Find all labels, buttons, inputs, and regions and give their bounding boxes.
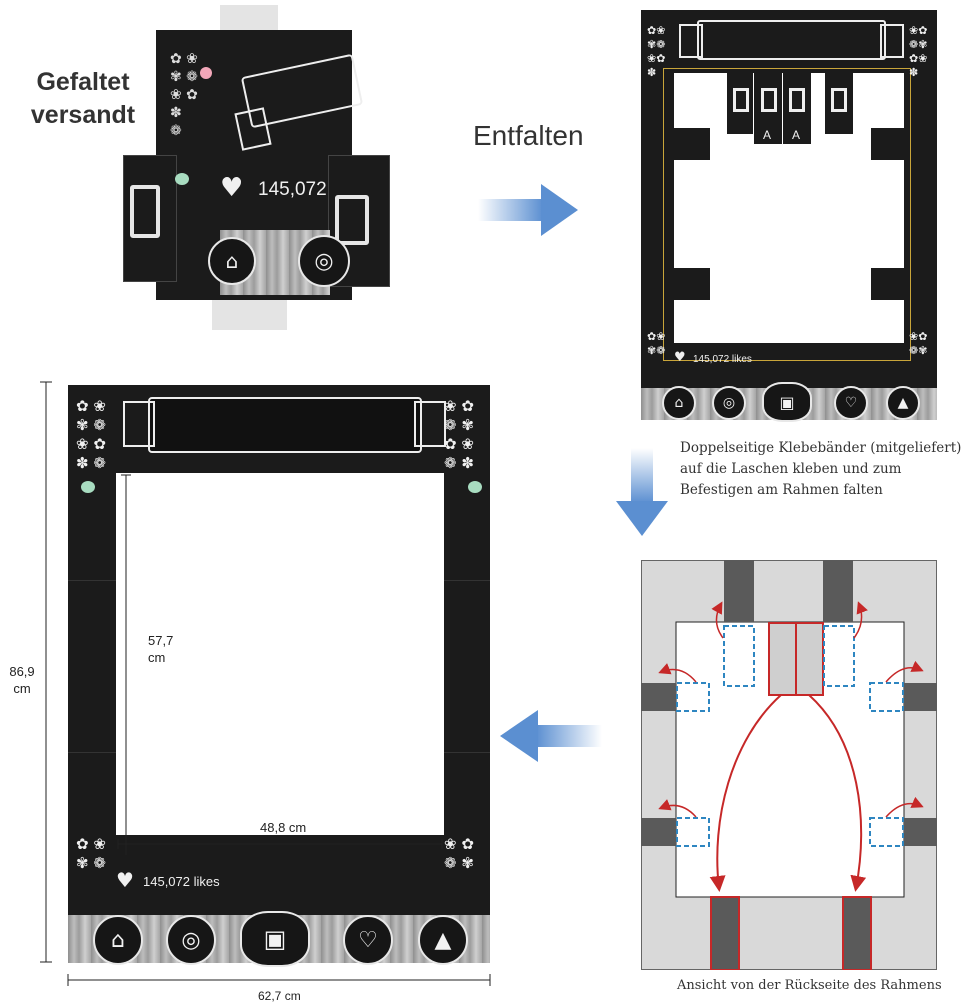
likes-count-folded: 145,072	[258, 179, 327, 200]
lollipop-icon-unfolded: ◎	[712, 386, 746, 420]
inner-height-value: 57,7	[148, 633, 174, 648]
likes-count-final: 145,072 likes	[143, 874, 220, 889]
lollipop-icon: ◎	[298, 235, 350, 287]
heart-icon-unfolded: ♥	[674, 350, 686, 365]
lollipop-icon-final: ◎	[166, 915, 216, 965]
flower-decoration-bottom-left: ✿ ❀✾ ❁	[76, 835, 106, 872]
unfolded-frame-image: ✿❀✾❁❀✿✽ ❀✿❁✾✿❀✽ ✿❀✾❁ ❀✿❁✾ A A ♥ 145,072 …	[641, 10, 937, 422]
party-hat-icon-unfolded: ▲	[886, 386, 920, 420]
home-icon-unfolded: ⌂	[662, 386, 696, 420]
inner-height-label: 57,7 cm	[148, 632, 173, 666]
height-unit: cm	[13, 681, 31, 696]
heart-icon: ♥	[220, 173, 244, 203]
folded-label-line1: Gefaltet	[36, 68, 130, 96]
tape-line-2: auf die Laschen kleben und zum	[680, 461, 902, 477]
flower-decoration-bottom-right: ❀ ✿❁ ✾	[444, 835, 474, 872]
arrow-left-icon	[500, 710, 602, 762]
heart-icon-final: ♥	[116, 868, 134, 892]
letter-a-1: A	[763, 128, 772, 142]
ribbon-banner-unfolded	[697, 20, 886, 60]
height-value: 86,9	[9, 664, 35, 679]
inner-width-label: 48,8 cm	[260, 820, 307, 835]
letter-a-2: A	[792, 128, 801, 142]
photo-window	[116, 473, 444, 835]
flower-decoration-top-left: ✿ ❀✾ ❁❀ ✿✽ ❁	[76, 397, 106, 472]
folded-frame-image: ✿ ❀✾ ❁❀ ✿✽❁ ♥ 145,072 ⌂ ◎	[120, 5, 390, 330]
folded-label-line2: versandt	[30, 101, 136, 129]
home-icon: ⌂	[208, 237, 256, 285]
heart-circle-icon-unfolded: ♡	[834, 386, 868, 420]
arrow-right-icon	[478, 184, 578, 236]
unfold-label: Entfalten	[473, 120, 584, 151]
tape-line-1: Doppelseitige Klebebänder (mitgeliefert)	[680, 440, 962, 456]
tape-line-3: Befestigen am Rahmen falten	[680, 482, 883, 498]
final-frame-image: ✿ ❀✾ ❁❀ ✿✽ ❁ ❀ ✿❁ ✾✿ ❀❁ ✽ ✿ ❀✾ ❁ ❀ ✿❁ ✾ …	[68, 385, 490, 967]
width-dimension-label: 62,7 cm	[258, 989, 301, 1003]
arrow-down-icon	[616, 448, 668, 536]
heart-circle-icon-final: ♡	[343, 915, 393, 965]
likes-count-unfolded: 145,072 likes	[693, 354, 752, 365]
back-view-caption: Ansicht von der Rückseite des Rahmens	[677, 978, 942, 993]
home-icon-final: ⌂	[93, 915, 143, 965]
party-hat-icon-final: ▲	[418, 915, 468, 965]
camera-icon-unfolded: ▣	[762, 382, 812, 422]
height-dimension-label: 86,9 cm	[2, 663, 42, 697]
camera-icon-final: ▣	[240, 911, 310, 967]
inner-height-unit: cm	[148, 650, 166, 665]
flower-decoration-top-right: ❀ ✿❁ ✾✿ ❀❁ ✽	[444, 397, 474, 472]
flower-decoration: ✿ ❀✾ ❁❀ ✿✽❁	[170, 51, 198, 139]
back-view-diagram	[641, 560, 937, 970]
tape-instructions: Doppelseitige Klebebänder (mitgeliefert)…	[680, 438, 961, 501]
dimension-lines	[40, 381, 491, 986]
ribbon-banner-final	[148, 397, 422, 453]
folded-label: Gefaltet versandt	[18, 66, 148, 132]
